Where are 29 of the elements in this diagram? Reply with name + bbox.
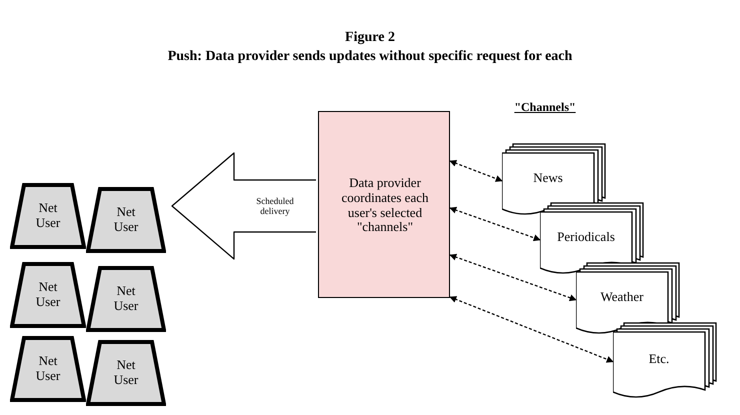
process-box	[318, 111, 450, 298]
node-label: Net User	[112, 358, 140, 388]
node-label: Net User	[34, 201, 62, 231]
node-label: Net User	[34, 354, 62, 384]
node-label: Net User	[112, 284, 140, 314]
user-trapezoid	[10, 262, 86, 328]
channels-heading: "Channels"	[513, 100, 577, 114]
double-arrow	[449, 160, 503, 182]
node-label: Periodicals	[557, 230, 615, 244]
node-label: News	[533, 170, 563, 186]
user-trapezoid	[10, 183, 86, 249]
user-trapezoid	[10, 336, 86, 402]
user-trapezoid	[86, 340, 166, 406]
node-label: Etc.	[648, 352, 670, 366]
double-arrow	[449, 206, 541, 242]
double-arrow	[449, 254, 577, 302]
document-stack	[613, 322, 717, 398]
node-label: Net User	[34, 280, 62, 310]
node-label: Weather	[600, 290, 644, 304]
figure-title: Figure 2	[344, 30, 396, 46]
document-stack	[540, 202, 644, 274]
double-arrow	[449, 296, 614, 363]
block-arrow	[171, 152, 317, 260]
user-trapezoid	[86, 187, 166, 253]
figure-subtitle: Push: Data provider sends updates without specific request for each	[166, 49, 574, 65]
user-trapezoid	[86, 266, 166, 332]
node-label: Net User	[112, 205, 140, 235]
node-label: Data provider coordinates each user's selected "channels"	[340, 176, 430, 236]
document-stack	[576, 262, 680, 334]
